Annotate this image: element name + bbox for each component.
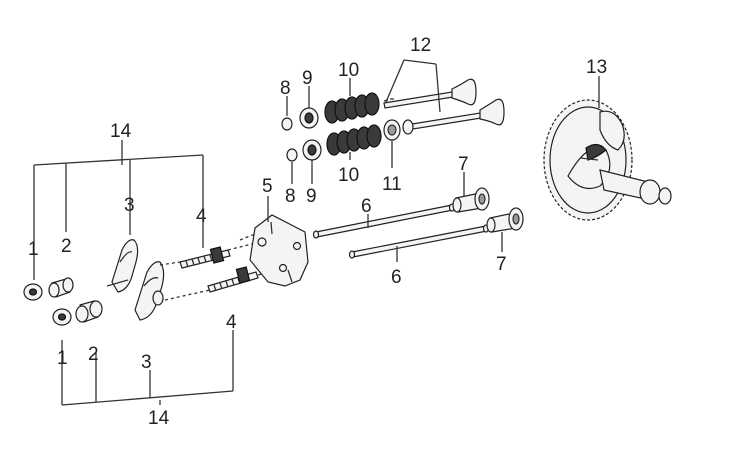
label-part-7-bottom: 7 xyxy=(496,254,507,275)
tappet-part-7-bottom xyxy=(486,207,524,233)
label-part-4-top: 4 xyxy=(196,206,207,227)
label-part-9-top: 9 xyxy=(302,68,313,89)
valve-cap-part-8-bottom xyxy=(286,148,298,162)
nut-part-1-bottom xyxy=(52,308,72,326)
label-part-4-bottom: 4 xyxy=(226,312,237,333)
valve-cap-part-8-top xyxy=(281,117,293,131)
guide-plate-part-5 xyxy=(249,214,309,287)
adjusting-stud-part-4-bottom xyxy=(207,266,259,293)
valve-part-12-top xyxy=(383,78,477,109)
label-part-2-top: 2 xyxy=(61,236,72,257)
camshaft-gear-part-13 xyxy=(543,99,672,221)
tappet-part-7-top xyxy=(452,187,490,213)
nut-part-1-top xyxy=(23,283,43,301)
label-part-10-top: 10 xyxy=(338,60,359,81)
label-part-8-bottom: 8 xyxy=(285,186,296,207)
part-labels: 1 1 2 2 3 3 4 4 5 6 6 7 7 8 8 9 9 10 10 … xyxy=(28,35,607,429)
label-part-1-top: 1 xyxy=(28,239,39,260)
label-part-10-bottom: 10 xyxy=(338,165,359,186)
bushing-part-2-top xyxy=(48,277,74,298)
valve-seal-part-11 xyxy=(383,119,401,141)
adjusting-stud-part-4-top xyxy=(179,246,231,269)
label-part-6-top: 6 xyxy=(361,196,372,217)
bushing-part-2-bottom xyxy=(75,300,103,323)
label-part-13: 13 xyxy=(586,57,607,78)
label-part-7-top: 7 xyxy=(458,154,469,175)
label-part-5: 5 xyxy=(262,176,273,197)
valve-part-12-bottom xyxy=(402,98,505,135)
retainer-part-9-bottom xyxy=(302,139,322,161)
label-part-14-top: 14 xyxy=(110,121,132,142)
rocker-arm-part-3-bottom xyxy=(134,261,165,321)
label-part-14-bottom: 14 xyxy=(148,408,170,429)
label-part-9-bottom: 9 xyxy=(306,186,317,207)
label-part-11: 11 xyxy=(382,174,402,195)
bracket-14-bottom xyxy=(61,330,234,406)
retainer-part-9-top xyxy=(299,107,319,129)
label-part-12: 12 xyxy=(410,35,431,56)
valve-spring-part-10-top xyxy=(324,92,380,124)
label-part-6-bottom: 6 xyxy=(391,267,402,288)
push-rod-part-6-top xyxy=(312,203,456,239)
bracket-14-top xyxy=(33,140,204,280)
label-part-3-top: 3 xyxy=(124,195,135,216)
valve-spring-part-10-bottom xyxy=(326,124,382,156)
leader-lines xyxy=(267,59,600,262)
rocker-arm-part-3-top xyxy=(106,239,139,293)
label-part-2-bottom: 2 xyxy=(88,344,99,365)
push-rod-part-6-bottom xyxy=(348,224,490,259)
label-part-8-top: 8 xyxy=(280,78,291,99)
label-part-1-bottom: 1 xyxy=(57,348,68,369)
label-part-3-bottom: 3 xyxy=(141,352,152,373)
